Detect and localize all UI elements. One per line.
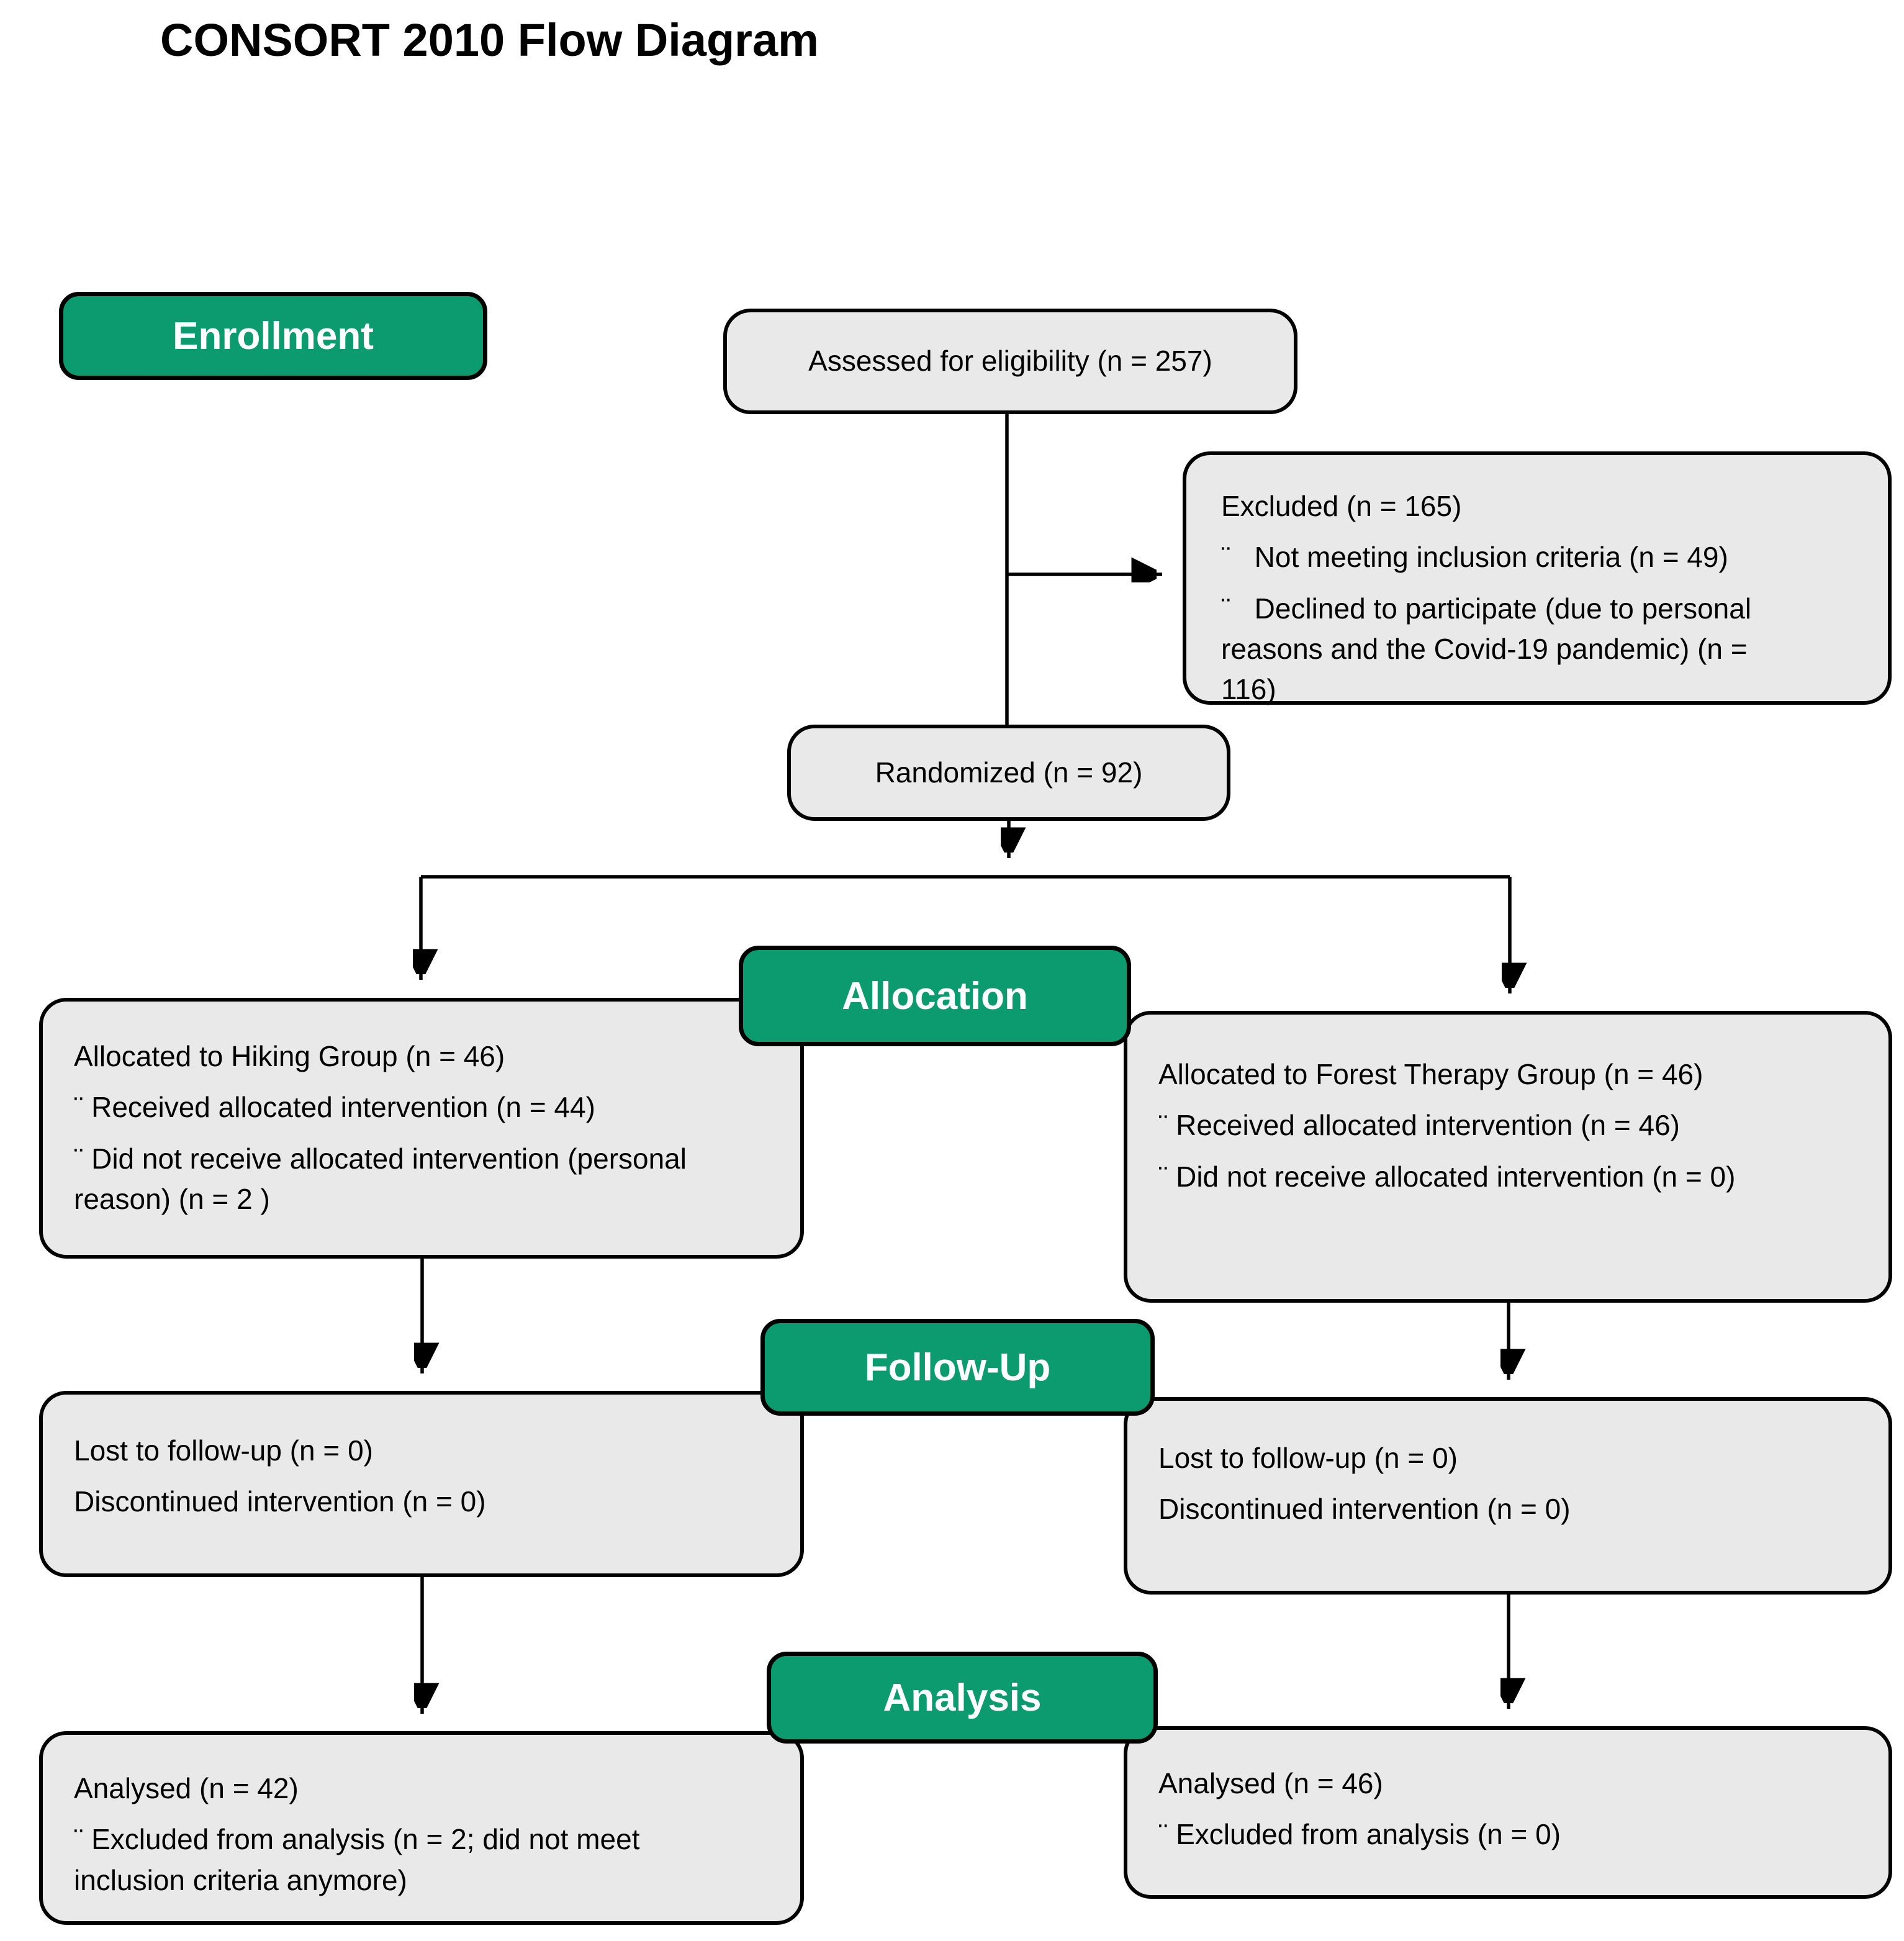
alloc-hiking-bullet-2: ¨ Did not receive allocated intervention… — [74, 1142, 687, 1215]
randomized-text: Randomized (n = 92) — [875, 756, 1143, 789]
alloc-hiking-heading: Allocated to Hiking Group (n = 46) — [74, 1040, 505, 1072]
followup-hiking-group-box: Lost to follow-up (n = 0) Discontinued i… — [39, 1391, 804, 1577]
an-hiking-bullet-1: ¨ Excluded from analysis (n = 2; did not… — [74, 1823, 640, 1896]
an-hiking-heading: Analysed (n = 42) — [74, 1772, 299, 1804]
follow-up-label: Follow-Up — [864, 1346, 1051, 1389]
fu-forest-line-1: Lost to follow-up (n = 0) — [1158, 1442, 1458, 1474]
analysis-label: Analysis — [883, 1676, 1042, 1719]
assessed-text: Assessed for eligibility (n = 257) — [808, 345, 1212, 378]
fu-hiking-line-2: Discontinued intervention (n = 0) — [74, 1485, 486, 1518]
an-forest-heading: Analysed (n = 46) — [1158, 1767, 1383, 1799]
allocation-hiking-group-box: Allocated to Hiking Group (n = 46) ¨ Rec… — [39, 998, 804, 1259]
alloc-forest-bullet-1: ¨ Received allocated intervention (n = 4… — [1158, 1109, 1680, 1142]
an-forest-bullet-1: ¨ Excluded from analysis (n = 0) — [1158, 1818, 1561, 1851]
fu-forest-line-2: Discontinued intervention (n = 0) — [1158, 1493, 1571, 1526]
stage-banner-allocation: Allocation — [739, 946, 1131, 1046]
alloc-forest-bullet-2: ¨ Did not receive allocated intervention… — [1158, 1160, 1736, 1193]
excluded-bullet-1: ¨ Not meeting inclusion criteria (n = 49… — [1221, 541, 1728, 574]
excluded-bullet-2: ¨ Declined to participate (due to person… — [1221, 592, 1752, 706]
analysis-forest-therapy-group-box: Analysed (n = 46) ¨ Excluded from analys… — [1124, 1726, 1892, 1899]
stage-banner-follow-up: Follow-Up — [760, 1319, 1155, 1416]
stage-banner-enrollment: Enrollment — [59, 292, 487, 380]
alloc-hiking-bullet-1: ¨ Received allocated intervention (n = 4… — [74, 1091, 595, 1124]
stage-banner-analysis: Analysis — [767, 1652, 1158, 1744]
allocation-forest-therapy-group-box: Allocated to Forest Therapy Group (n = 4… — [1124, 1011, 1892, 1303]
diagram-title: CONSORT 2010 Flow Diagram — [160, 14, 819, 66]
allocation-label: Allocation — [842, 974, 1028, 1018]
assessed-for-eligibility-box: Assessed for eligibility (n = 257) — [723, 309, 1297, 414]
excluded-box: Excluded (n = 165) ¨ Not meeting inclusi… — [1183, 451, 1892, 705]
followup-forest-therapy-group-box: Lost to follow-up (n = 0) Discontinued i… — [1124, 1397, 1892, 1595]
analysis-hiking-group-box: Analysed (n = 42) ¨ Excluded from analys… — [39, 1731, 804, 1925]
alloc-forest-heading: Allocated to Forest Therapy Group (n = 4… — [1158, 1058, 1703, 1090]
randomized-box: Randomized (n = 92) — [787, 725, 1230, 821]
enrollment-label: Enrollment — [173, 314, 374, 358]
fu-hiking-line-1: Lost to follow-up (n = 0) — [74, 1434, 373, 1467]
excluded-heading: Excluded (n = 165) — [1221, 490, 1462, 522]
